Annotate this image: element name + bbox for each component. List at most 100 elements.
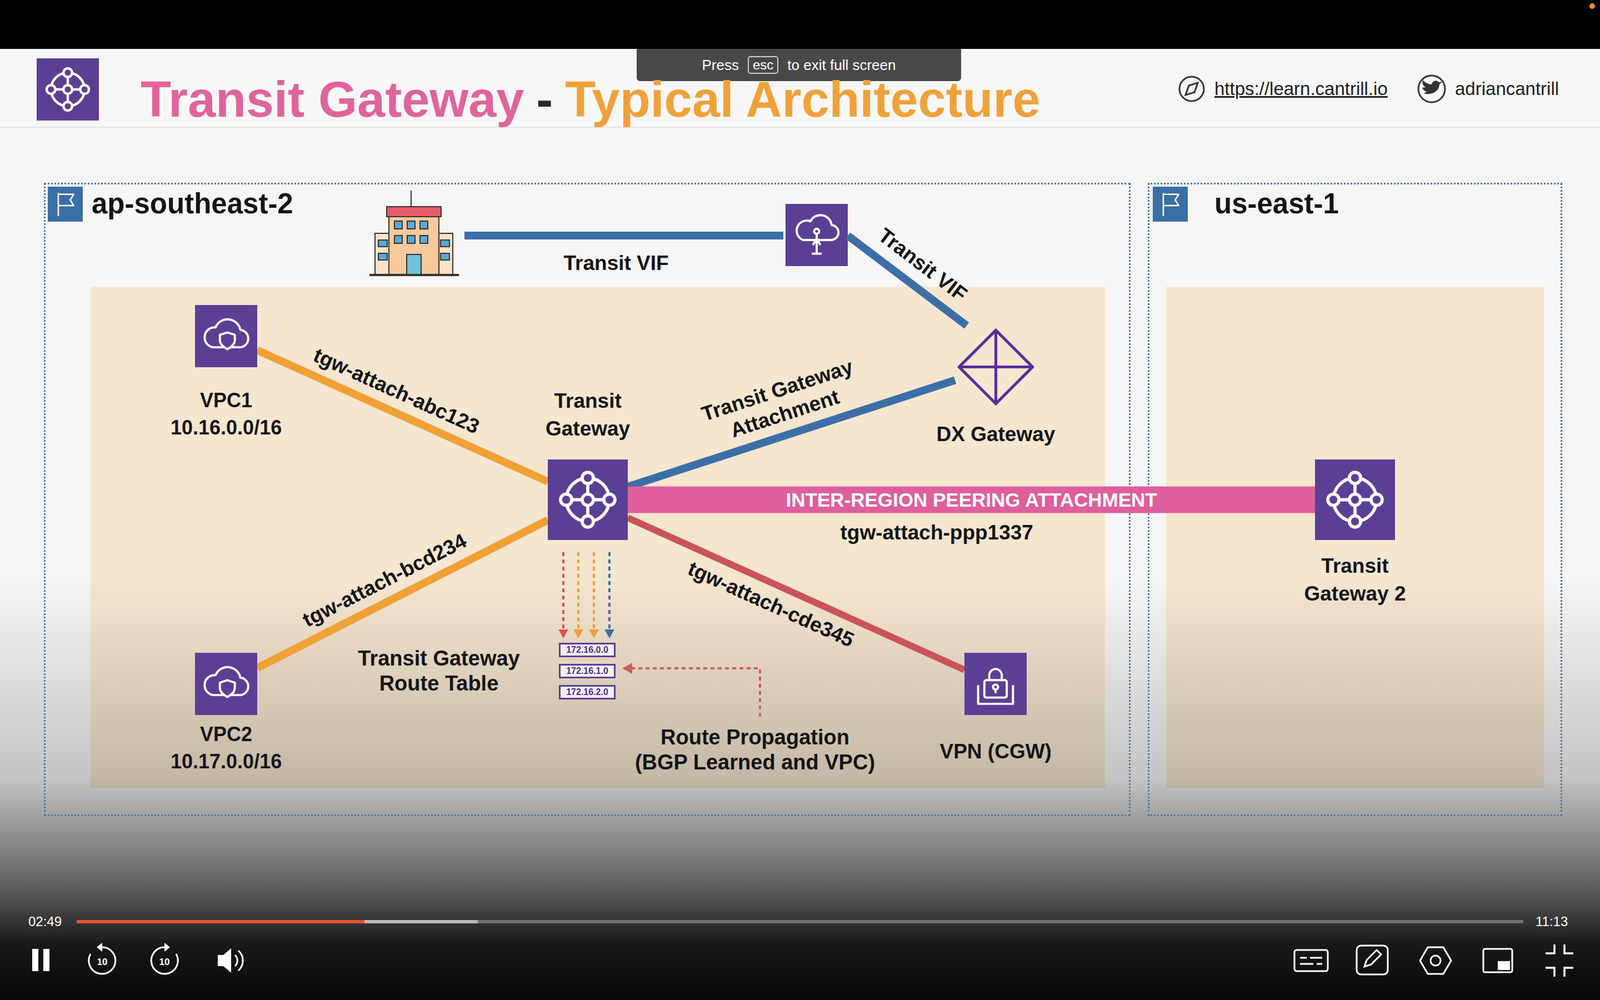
attachment-line [257, 520, 548, 668]
link-icon [1179, 76, 1204, 102]
dxg-icon [955, 326, 1037, 408]
status-dot [1589, 3, 1595, 9]
course-link-wrap: https://learn.cantrill.io [1214, 77, 1388, 100]
node-caption: VPN (CGW) [940, 737, 1052, 766]
attachment-line [257, 350, 548, 482]
rewind-button [88, 942, 116, 974]
icon-glyph [1327, 472, 1383, 528]
connector-line [577, 552, 580, 631]
vif-label: Transit VIF [563, 251, 669, 276]
total-time: 11:13 [1535, 913, 1568, 930]
transit-vif-line [464, 231, 784, 240]
dx-gateway-node: DX Gateway [955, 326, 1037, 408]
node-label: VPC210.17.0.0/16 [170, 721, 282, 775]
vif-label-wrap: Transit VIF [563, 251, 669, 276]
arrowhead [573, 629, 584, 639]
subtitles-button [1294, 950, 1328, 972]
skip-seconds: 10 [97, 957, 108, 967]
total-time-wrap: 11:13 [1535, 913, 1568, 930]
propagation-note-wrap: Route Propagation (BGP Learned and VPC) [632, 725, 878, 776]
twitter-icon [1418, 75, 1445, 103]
region-label-wrap: ap-southeast-2 [91, 186, 294, 221]
node-caption: Transit Gateway [545, 387, 630, 443]
vpc-icon [195, 652, 258, 715]
title-dash: - [536, 74, 553, 125]
arrowhead [588, 629, 599, 639]
twitter-handle-wrap: adriancantrill [1455, 77, 1559, 100]
transit-gateway-node: Transit Gateway 2 [1315, 459, 1395, 540]
twitter-handle: adriancantrill [1455, 77, 1559, 100]
vpc-icon [195, 305, 258, 368]
office-building [369, 190, 459, 275]
edge-label-wrap: INTER-REGION PEERING ATTACHMENT [781, 488, 1162, 512]
course-link: https://learn.cantrill.io [1214, 77, 1388, 100]
exit-fullscreen-button [1545, 944, 1574, 977]
slide-heading: Transit Gateway-Typical Architecture [140, 74, 1041, 125]
icon-glyph [204, 319, 249, 350]
progress-track [76, 920, 1524, 924]
region-name: us-east-1 [1214, 186, 1339, 221]
dotted-arrow [588, 552, 599, 639]
slide-title: Transit Gateway [140, 74, 524, 125]
elapsed-time: 02:49 [28, 913, 62, 930]
dotted-arrow [573, 552, 584, 639]
arrowhead [558, 629, 569, 639]
icon-glyph [204, 667, 249, 698]
icon-glyph [958, 330, 1033, 404]
band-label: INTER-REGION PEERING ATTACHMENT [781, 488, 1162, 512]
vpc-node: VPC210.17.0.0/16 [195, 652, 258, 715]
dotted-arrow [604, 552, 615, 639]
top-bar [0, 0, 1600, 49]
node-label: Transit Gateway [545, 387, 630, 443]
skip-seconds-wrap: 10 [159, 957, 170, 967]
node-caption: VPC1 [170, 387, 282, 415]
notes-button [1356, 945, 1388, 975]
skip-seconds-wrap: 10 [97, 957, 108, 967]
region-name: ap-southeast-2 [91, 186, 294, 221]
connector-line [257, 350, 548, 482]
connector-line [592, 552, 595, 631]
volume-button [217, 948, 243, 973]
icon-glyph [560, 472, 615, 528]
dx-location-icon [785, 203, 848, 267]
vpc-node: VPC110.16.0.0/16 [195, 305, 258, 368]
node-label: Transit Gateway Route Table [338, 646, 539, 697]
node-caption: DX Gateway [936, 420, 1056, 449]
slide-subtitle: Typical Architecture [565, 74, 1040, 125]
node-caption: 10.16.0.0/16 [170, 414, 282, 442]
logo-tile [36, 58, 99, 121]
node-label: DX Gateway [936, 420, 1056, 449]
route-entry: 172.16.2.0 [558, 685, 616, 700]
key-cap: esc [747, 56, 779, 74]
transit-gateway-node: Transit Gateway [547, 459, 628, 540]
dotted-arrow [558, 552, 569, 639]
propagation-note: Route Propagation (BGP Learned and VPC) [632, 725, 878, 776]
region-label-wrap: us-east-1 [1214, 186, 1339, 221]
route-entry: 172.16.1.0 [558, 663, 616, 679]
tgw-icon [547, 459, 628, 540]
arrowhead [604, 629, 615, 639]
progress-buffer [76, 920, 478, 924]
region-flag [47, 186, 83, 222]
connector-line [608, 552, 611, 631]
region-flag [1152, 186, 1188, 222]
attachment-id-wrap: tgw-attach-ppp1337 [840, 520, 1034, 545]
progress-played [76, 920, 365, 924]
logo-glyph [46, 68, 89, 111]
propagation-arrowhead [622, 662, 633, 674]
attachment-id: tgw-attach-ppp1337 [840, 520, 1034, 545]
pip-button [1483, 948, 1513, 973]
node-caption: 10.17.0.0/16 [170, 748, 282, 776]
connector-line [562, 552, 565, 631]
band-line [627, 486, 1315, 514]
route-table-node: 172.16.0.0172.16.1.0172.16.2.0Transit Ga… [558, 642, 616, 700]
toast-text: Press [702, 57, 739, 73]
node-caption: Transit Gateway 2 [1293, 552, 1417, 608]
vpn-node: VPN (CGW) [964, 652, 1027, 715]
toast-text: to exit full screen [787, 57, 896, 73]
forward-button [151, 942, 178, 974]
node-caption: VPC2 [170, 721, 282, 749]
connector-line [257, 520, 548, 668]
icon-glyph [978, 668, 1014, 704]
route-entry: 172.16.0.0 [558, 642, 616, 658]
